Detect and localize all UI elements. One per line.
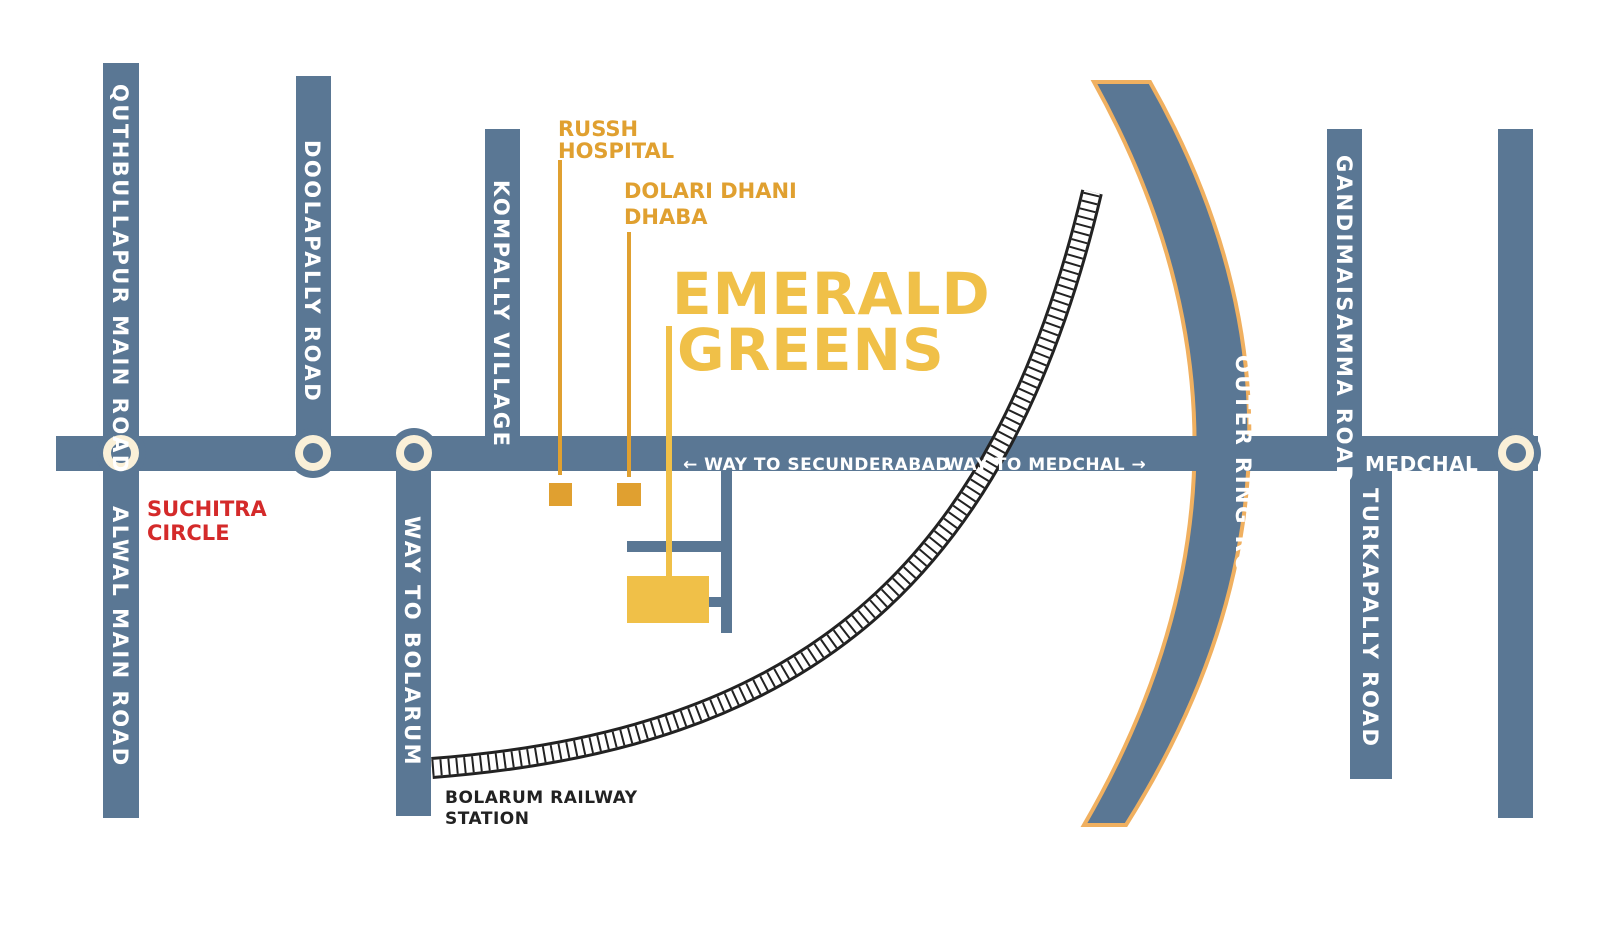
label-way-to-medchal: WAY TO MEDCHAL → xyxy=(945,455,1146,475)
gandimaisamma-road xyxy=(1327,129,1362,456)
project-access-branch-top xyxy=(627,541,732,552)
way-to-bolarum-road xyxy=(396,453,431,816)
label-gandimaisamma: GANDIMAISAMMA ROAD xyxy=(1332,155,1356,485)
label-outer-ring-road: OUTER RING ROAD xyxy=(1231,355,1255,613)
emerald-greens-pointer-line xyxy=(666,326,672,579)
dolari-dhani-marker-icon xyxy=(617,483,641,506)
junction-doolapally-icon xyxy=(288,428,338,478)
railway-track-icon xyxy=(431,189,1103,779)
project-access-branch-bottom xyxy=(700,597,732,607)
doolapally-road xyxy=(296,76,331,456)
label-russh-hospital: RUSSH HOSPITAL xyxy=(558,117,674,163)
label-quthbullapur: QUTHBULLAPUR MAIN ROAD xyxy=(108,84,132,475)
dolari-dhani-pointer-line xyxy=(627,232,631,477)
junction-bolarum-icon xyxy=(389,428,439,478)
label-emerald-greens: EMERALD GREENS xyxy=(672,260,1012,384)
russh-hospital-pointer-line xyxy=(558,160,562,475)
turkapally-road xyxy=(1350,453,1392,779)
label-medchal: MEDCHAL xyxy=(1365,452,1478,476)
label-dolari-dhani-dhaba: DOLARI DHANI DHABA xyxy=(624,179,804,229)
outer-ring-road xyxy=(1080,80,1252,827)
label-suchitra-circle: SUCHITRA CIRCLE xyxy=(147,497,274,545)
kompally-village-road xyxy=(485,129,520,456)
label-turkapally: TURKAPALLY ROAD xyxy=(1358,488,1382,748)
label-alwal: ALWAL MAIN ROAD xyxy=(108,506,132,768)
junction-suchitra-icon xyxy=(96,428,146,478)
emerald-greens-site-icon xyxy=(627,576,709,623)
junction-medchal-icon xyxy=(1491,428,1541,478)
label-kompally-village: KOMPALLY VILLAGE xyxy=(489,180,513,448)
label-doolapally: DOOLAPALLY ROAD xyxy=(300,140,324,403)
label-way-to-secunderabad: ← WAY TO SECUNDERABAD xyxy=(683,455,950,475)
label-bolarum-railway-station: BOLARUM RAILWAY STATION xyxy=(445,788,644,829)
russh-hospital-marker-icon xyxy=(549,483,572,506)
label-way-to-bolarum: WAY TO BOLARUM xyxy=(400,516,424,767)
